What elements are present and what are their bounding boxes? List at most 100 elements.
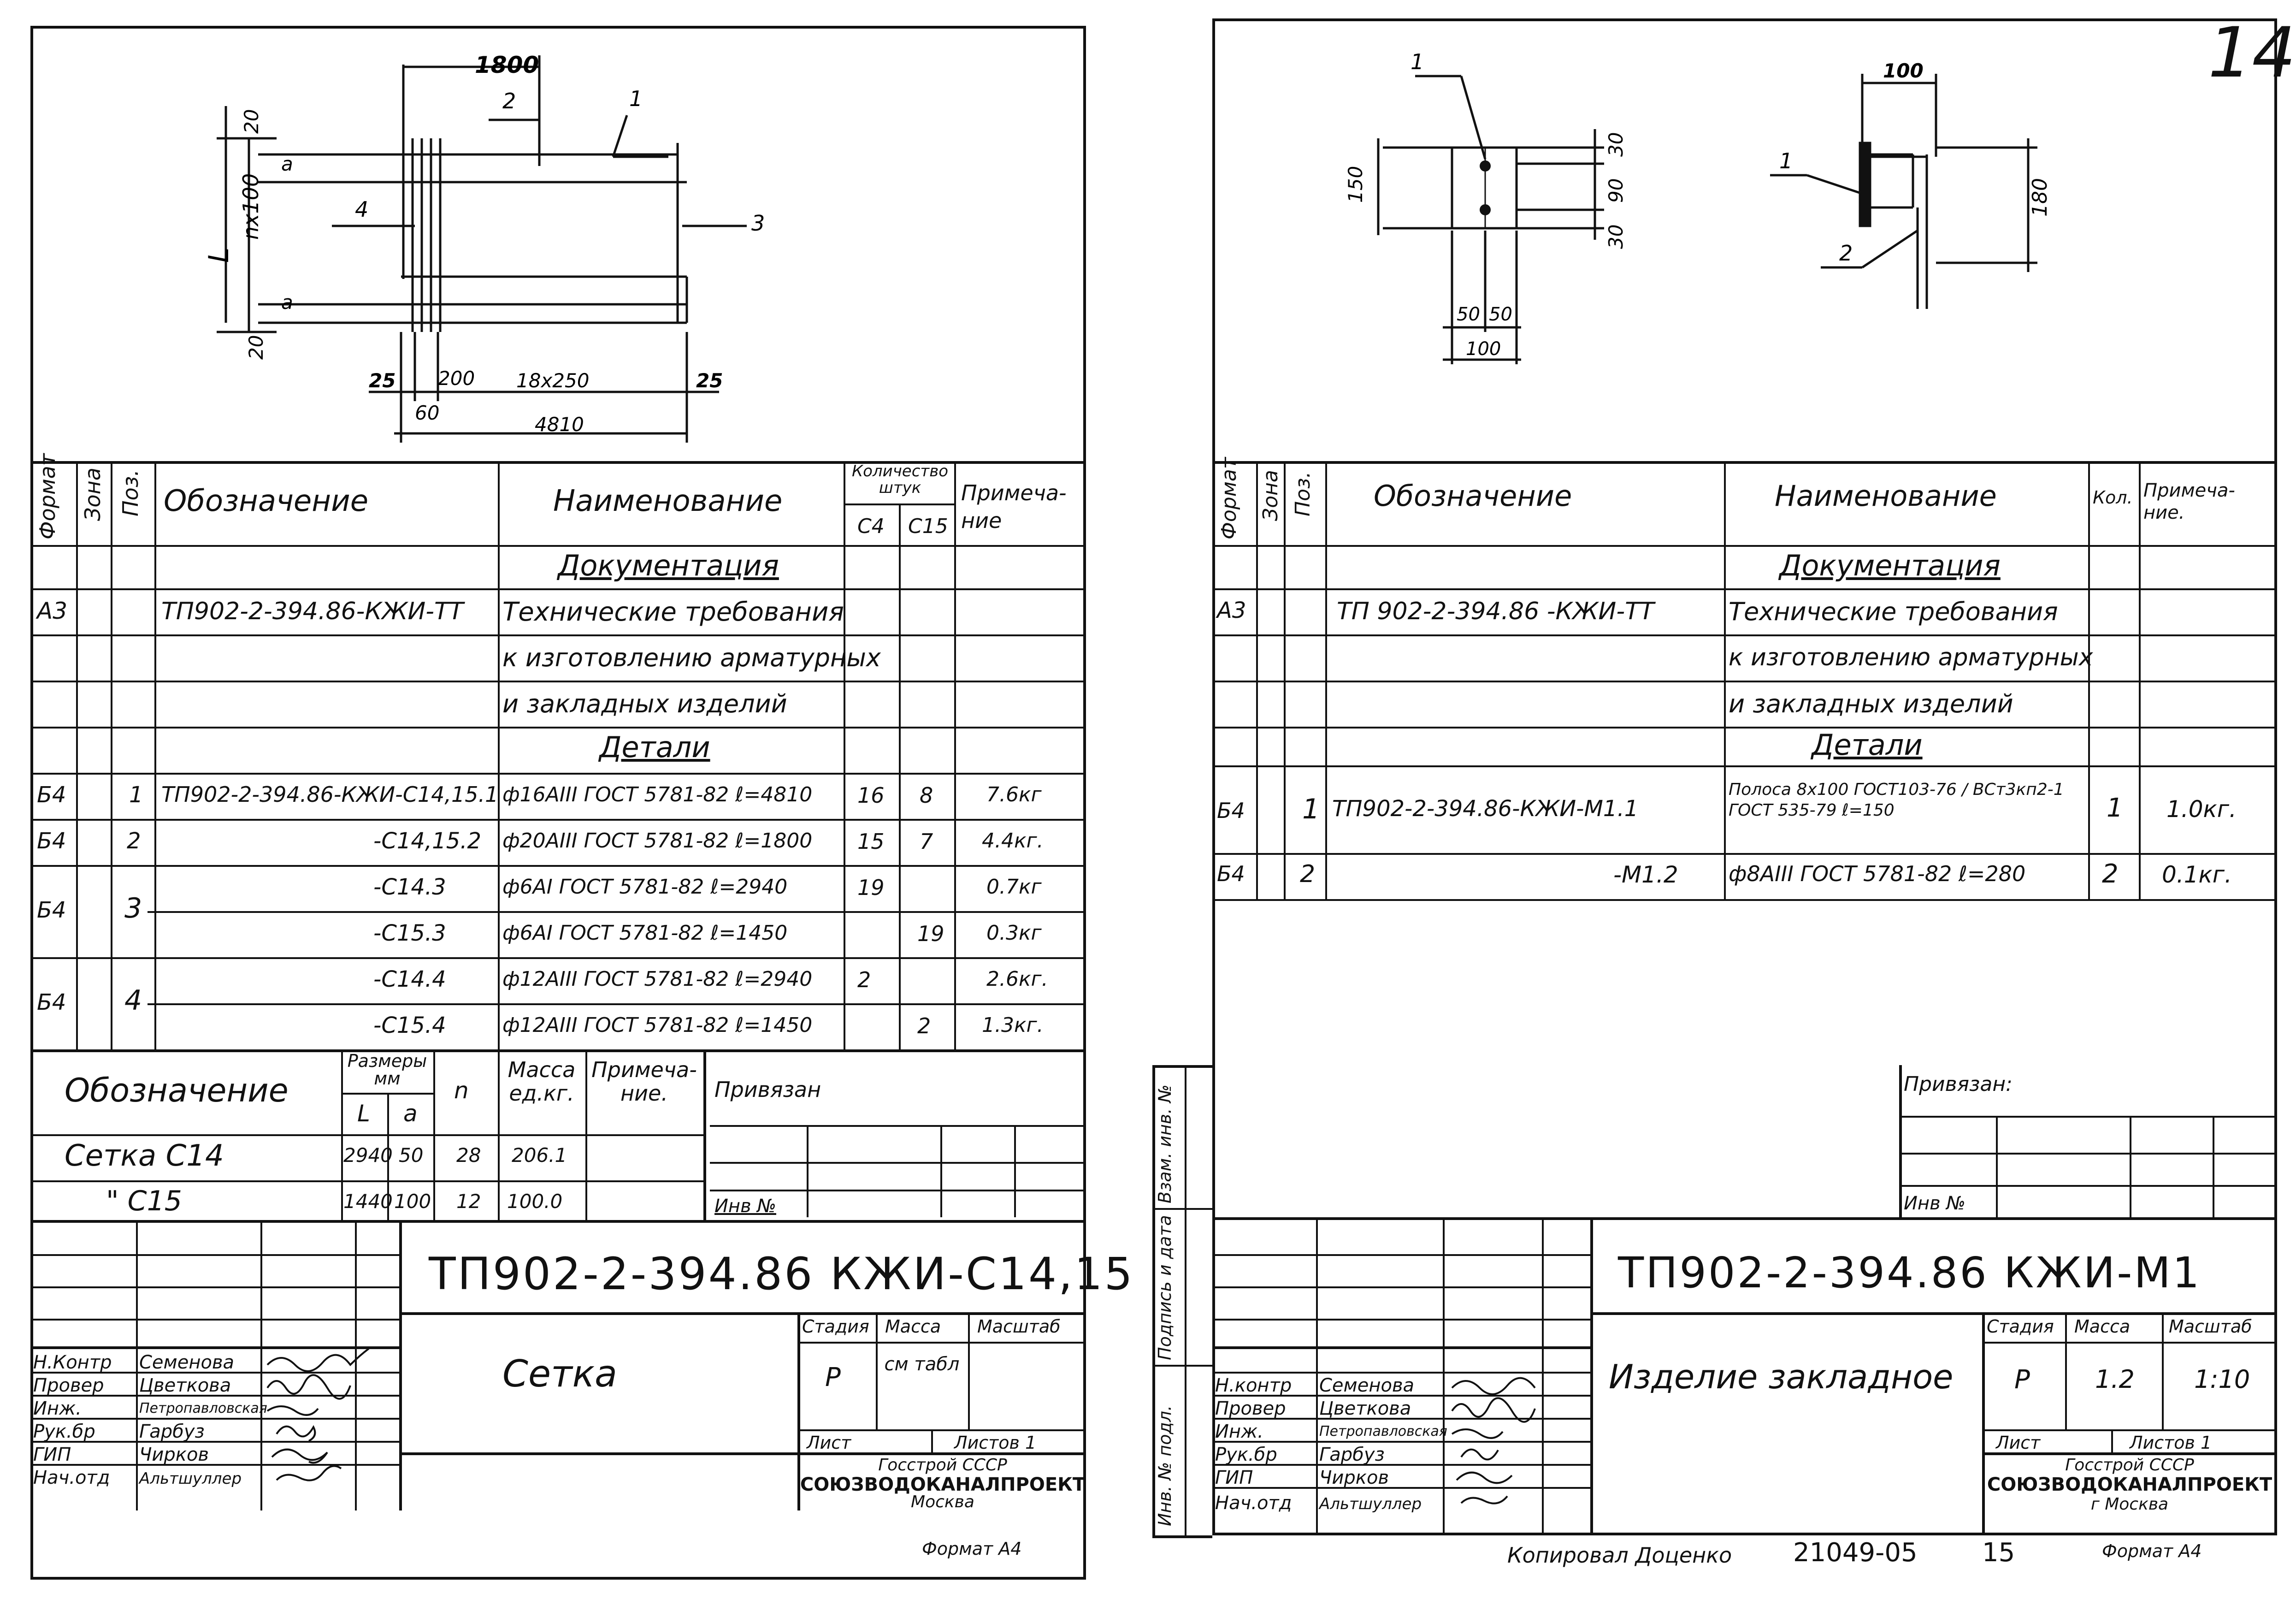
left-privyazan: Привязан [714,1077,821,1102]
left-row-6-name: ф20АIII ГОСТ 5781-82 ℓ=1800 [502,829,813,853]
dim-L: L [203,248,235,263]
left-mass-h: Масса [885,1316,941,1337]
right-dim-d2: 90 [1605,178,1627,203]
stamp-podpis: Подпись и дата [1155,1215,1175,1360]
mesh-h-L: L [357,1100,370,1127]
left-mesh-drawing: 1800 L nx100 20 20 25 200 18x250 25 60 4… [203,52,765,443]
right-format: Формат А4 [2102,1541,2202,1561]
left-h-c4: С4 [857,515,885,538]
left-row-6-designation: -С14,15.2 [373,828,482,854]
right-row-5-qty: 1 [2107,793,2123,823]
left-org2: СОЮЗВОДОКАНАЛПРОЕКТ [800,1474,1086,1495]
right-privyazan: Привязан: [1904,1072,2013,1096]
mesh-h-sizes: Размеры мм [347,1051,427,1089]
right-dim-d3: 30 [1605,225,1627,249]
dim-d: 25 [696,369,723,392]
mesh-row-0-a: 50 [399,1144,424,1167]
left-row-10-name: ф12АIII ГОСТ 5781-82 ℓ=1450 [502,1013,813,1037]
left-row-9-format: Б4 [37,989,66,1015]
right-row-5-designation: ТП902-2-394.86-КЖИ-М1.1 [1332,796,1639,822]
left-row-7-pos: 3 [124,892,142,924]
stamp-vzam: Взам. инв. № [1155,1084,1175,1203]
left-row-5-format: Б4 [37,782,66,808]
left-h-format: Формат [35,453,60,539]
right-side-h: 180 [2028,178,2052,217]
left-row-5-pos: 1 [129,782,143,808]
left-row-9-note: 2.6кг. [986,967,1048,991]
left-signer-5-name: Альтшуллер [139,1469,242,1488]
left-row-4-name: Детали [599,730,710,764]
right-row-6-designation: -М1.2 [1613,861,1678,888]
mesh-row-0-designation: Сетка С14 [65,1139,224,1173]
right-signatures [1451,1377,1536,1504]
left-signer-2-role: Инж. [33,1398,82,1419]
mesh-h-note: Примеча-ние. [591,1057,697,1106]
left-row-8-note: 0.3кг [986,921,1042,945]
left-h-zone: Зона [80,468,105,521]
left-h-note: Примеча-ние [961,480,1067,533]
right-sheet-frame [1212,18,2277,1535]
left-row-7-c4: 19 [857,875,885,900]
right-org2: СОЮЗВОДОКАНАЛПРОЕКТ [1987,1474,2272,1495]
left-row-1-designation: ТП902-2-394.86-КЖИ-ТТ [161,598,464,625]
right-row-5-format: Б4 [1217,798,1245,823]
right-h-pos: Поз. [1291,471,1315,516]
left-signer-3-name: Гарбуз [139,1421,205,1442]
left-row-5-name: ф16АIII ГОСТ 5781-82 ℓ=4810 [502,783,813,806]
left-code: ТП902-2-394.86 КЖИ-С14,15 [429,1248,1134,1300]
left-row-7-name: ф6АI ГОСТ 5781-82 ℓ=2940 [502,875,788,899]
right-row-3-name: и закладных изделий [1729,689,2013,718]
right-row-2-name: к изготовлению арматурных [1729,644,2093,671]
left-row-6-note: 4.4кг. [982,829,1044,853]
right-signer-2-name: Петропавловская [1319,1423,1447,1439]
right-h-format: Формат [1217,457,1241,539]
right-row-6-name: ф8АIII ГОСТ 5781-82 ℓ=280 [1729,861,2026,886]
right-copied: Копировал Доценко [1507,1543,1732,1568]
left-row-1-name: Технические требования [502,597,844,627]
left-signer-4-name: Чирков [139,1444,209,1465]
left-h-designation: Обозначение [164,484,369,518]
right-row-5-name: Полоса 8х100 ГОСТ103-76 / ВСт3кп2-1 ГОСТ… [1729,780,2064,820]
left-row-6-format: Б4 [37,828,66,854]
right-callout-plate: 1 [1411,49,1424,74]
dim-c: 18x250 [516,369,589,392]
left-row-10-designation: -С15.4 [373,1013,446,1038]
left-row-0-name: Документация [558,549,779,582]
right-scale: 1:10 [2194,1365,2250,1394]
mesh-row-1-n: 12 [456,1190,481,1213]
left-row-10-note: 1.3кг. [982,1013,1044,1037]
right-h-note: Примеча-ние. [2143,480,2235,523]
left-signer-0-name: Семенова [139,1352,235,1373]
left-scale-h: Масштаб [977,1316,1061,1337]
right-row-6-qty: 2 [2102,859,2119,889]
right-row-4-name: Детали [1812,728,1923,762]
left-h-qty: Количество штук [851,462,949,497]
right-signer-4-role: ГИП [1215,1467,1253,1488]
right-h-qty: Кол. [2093,487,2133,508]
mesh-h-a: а [403,1100,418,1127]
right-sheet: Лист [1996,1433,2041,1453]
dim-edge-top: 20 [240,109,263,134]
mesh-row-0-mass: 206.1 [512,1144,567,1167]
left-stage: Р [825,1362,841,1392]
right-dim-w: 100 [1466,338,1501,360]
left-sheet-frame [30,26,1086,1580]
left-h-name: Наименование [553,484,783,518]
left-signer-0-role: Н.Контр [33,1352,112,1373]
left-row-8-designation: -С15.3 [373,920,446,946]
right-side-callout-2: 2 [1839,241,1853,266]
mesh-h-n: n [454,1077,469,1104]
right-signer-5-name: Альтшуллер [1319,1495,1422,1513]
left-row-6-c4: 15 [857,829,885,854]
dim-e: 60 [415,402,439,424]
left-row-7-format: Б4 [37,897,66,923]
left-row-5-c4: 16 [857,783,885,808]
callout-3: 3 [751,211,765,236]
right-inv-no: Инв № [1904,1193,1965,1214]
left-row-7-designation: -С14.3 [373,874,446,900]
mesh-h-mass: Масса ед.кг. [508,1057,576,1106]
left-signer-3-role: Рук.бр [33,1421,95,1442]
left-org3: Москва [911,1493,974,1511]
right-signer-3-name: Гарбуз [1319,1444,1385,1465]
left-signatures [266,1348,370,1481]
